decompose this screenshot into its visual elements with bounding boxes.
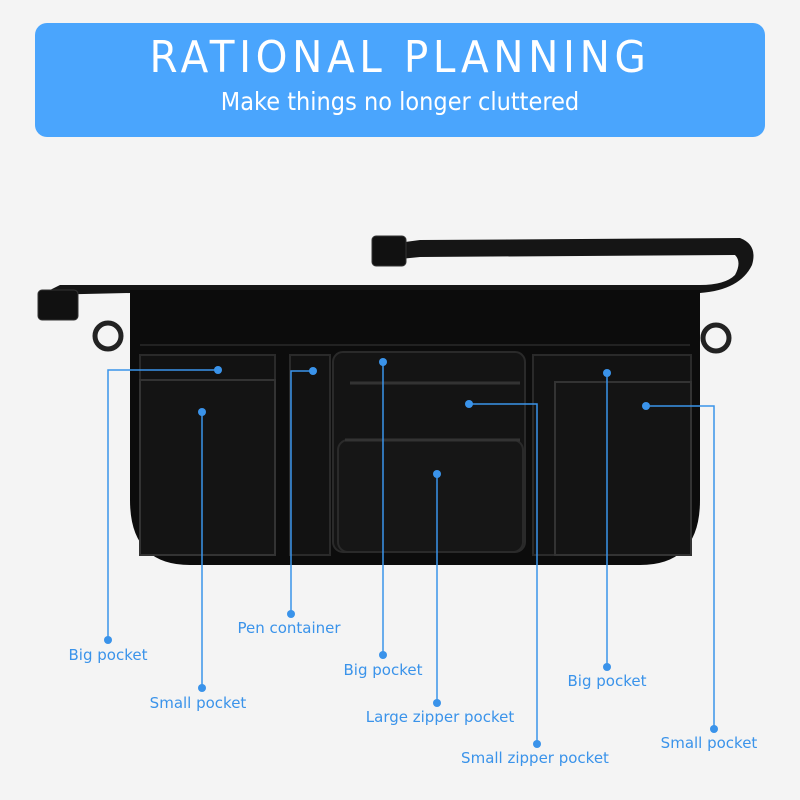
buckle-right xyxy=(371,235,407,267)
label-big-pocket-left: Big pocket xyxy=(68,646,148,664)
d-ring-left xyxy=(92,320,124,352)
label-small-pocket-right: Small pocket xyxy=(660,734,758,752)
banner-title: RATIONAL PLANNING xyxy=(149,32,651,83)
belt-strap xyxy=(40,238,754,295)
header-banner: RATIONAL PLANNING Make things no longer … xyxy=(35,23,765,137)
small-pocket-left xyxy=(139,379,276,556)
label-small-zipper-pocket: Small zipper pocket xyxy=(461,749,609,767)
callout-dots xyxy=(104,358,718,748)
buckle-left xyxy=(37,289,79,321)
label-large-zipper-pocket: Large zipper pocket xyxy=(365,708,515,726)
callout-lines xyxy=(107,362,715,744)
label-big-pocket-center: Big pocket xyxy=(343,661,423,679)
label-big-pocket-right: Big pocket xyxy=(567,672,647,690)
banner-subtitle: Make things no longer cluttered xyxy=(220,87,580,116)
pen-container xyxy=(289,354,331,556)
small-pocket-right xyxy=(554,381,692,556)
label-small-pocket-left: Small pocket xyxy=(149,694,247,712)
d-ring-right xyxy=(700,322,732,354)
label-pen-container: Pen container xyxy=(237,619,341,637)
large-zipper-pocket xyxy=(337,439,524,553)
